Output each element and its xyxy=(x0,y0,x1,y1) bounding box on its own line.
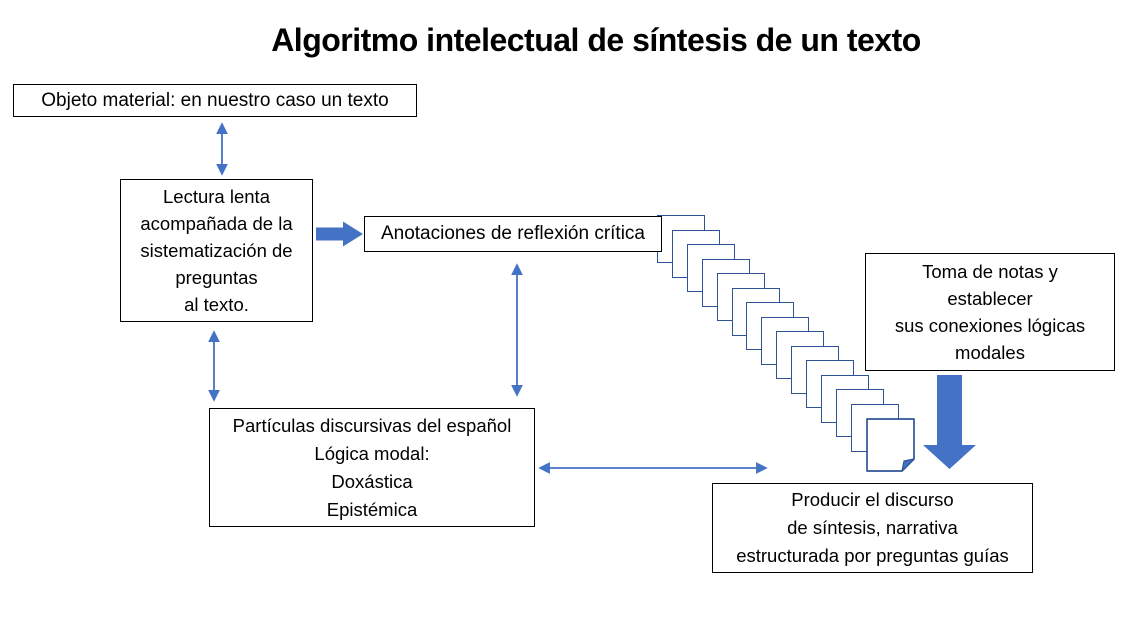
box-objeto-material: Objeto material: en nuestro caso un text… xyxy=(13,84,417,117)
folded-corner-page-icon xyxy=(865,418,916,478)
box-toma-de-notas-line: Toma de notas y xyxy=(922,261,1058,282)
box-lectura-lenta-line: acompañada de la xyxy=(140,213,293,234)
box-particulas-line: Lógica modal: xyxy=(314,442,430,464)
box-lectura-lenta: Lectura lenta acompañada de la sistemati… xyxy=(120,179,313,322)
box-lectura-lenta-line: sistematización de xyxy=(140,240,293,261)
box-lectura-lenta-line: al texto. xyxy=(184,294,249,315)
box-toma-de-notas-line: establecer xyxy=(947,288,1033,309)
diagram-title: Algoritmo intelectual de síntesis de un … xyxy=(271,22,921,58)
box-objeto-material-text: Objeto material: en nuestro caso un text… xyxy=(41,89,389,111)
box-producir-line: de síntesis, narrativa xyxy=(787,517,958,538)
box-producir-discurso: Producir el discurso de síntesis, narrat… xyxy=(712,483,1033,573)
box-producir-line: Producir el discurso xyxy=(791,489,954,510)
box-anotaciones: Anotaciones de reflexión crítica xyxy=(364,216,662,252)
box-particulas-line: Epistémica xyxy=(326,498,418,520)
box-toma-de-notas-line: sus conexiones lógicas xyxy=(894,315,1086,336)
box-lectura-lenta-line: preguntas xyxy=(175,267,258,288)
box-particulas-line: Partículas discursivas del español xyxy=(232,414,512,436)
block-arrow-lectura-to-anotaciones xyxy=(316,221,363,247)
box-producir-line: estructurada por preguntas guías xyxy=(736,545,1009,566)
box-toma-de-notas-line: modales xyxy=(955,342,1025,363)
box-lectura-lenta-line: Lectura lenta xyxy=(163,186,270,207)
box-particulas-discursivas: Partículas discursivas del español Lógic… xyxy=(209,408,535,527)
box-toma-de-notas: Toma de notas y establecer sus conexione… xyxy=(865,253,1115,371)
box-particulas-line: Doxástica xyxy=(331,470,413,492)
block-arrow-toma-to-producir xyxy=(923,375,976,469)
box-anotaciones-text: Anotaciones de reflexión crítica xyxy=(380,223,646,244)
